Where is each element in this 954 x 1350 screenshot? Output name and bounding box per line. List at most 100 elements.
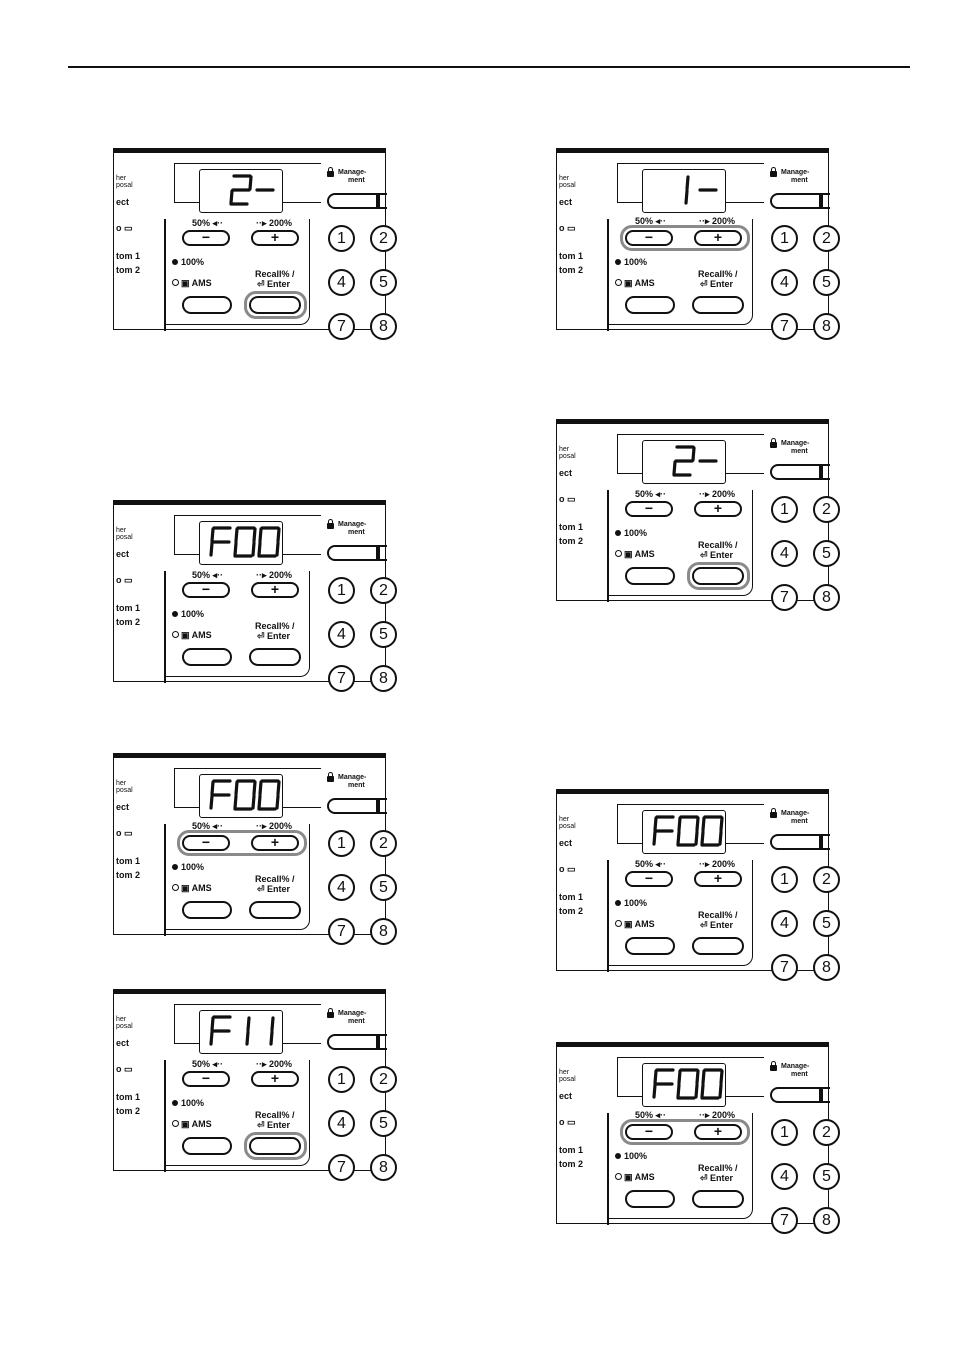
key-1[interactable]: 1 (328, 830, 355, 857)
zoom-minus-button[interactable]: − (625, 870, 673, 887)
management-button[interactable] (770, 464, 830, 480)
key-5[interactable]: 5 (370, 1110, 397, 1137)
zoom-plus-button[interactable]: + (694, 1123, 742, 1140)
key-2[interactable]: 2 (813, 866, 840, 893)
key-4[interactable]: 4 (328, 874, 355, 901)
management-button[interactable] (327, 193, 387, 209)
key-7[interactable]: 7 (771, 584, 798, 611)
enter-button[interactable] (249, 901, 301, 919)
key-8[interactable]: 8 (813, 954, 840, 981)
zoom-minus-button[interactable]: − (625, 1123, 673, 1140)
zoom-minus-button[interactable]: − (625, 229, 673, 246)
management-button[interactable] (770, 193, 830, 209)
zoom-minus-button[interactable]: − (182, 581, 230, 598)
key-1[interactable]: 1 (328, 1066, 355, 1093)
key-8[interactable]: 8 (813, 1207, 840, 1234)
management-button[interactable] (327, 1034, 387, 1050)
zoom-plus-button[interactable]: + (251, 229, 299, 246)
zoom-plus-button[interactable]: + (251, 581, 299, 598)
key-1[interactable]: 1 (328, 577, 355, 604)
label-custom-1: tom 1 (116, 603, 141, 613)
key-5[interactable]: 5 (813, 1163, 840, 1190)
key-1[interactable]: 1 (771, 225, 798, 252)
key-4[interactable]: 4 (771, 910, 798, 937)
key-8[interactable]: 8 (370, 1154, 397, 1181)
key-4[interactable]: 4 (771, 269, 798, 296)
label-custom-2: tom 2 (559, 265, 584, 275)
key-4[interactable]: 4 (328, 269, 355, 296)
zoom-plus-button[interactable]: + (694, 229, 742, 246)
label-zoom-down: 50% ◂·· (635, 859, 667, 869)
ams-button[interactable] (625, 1190, 675, 1208)
ams-button[interactable] (625, 567, 675, 585)
management-button[interactable] (327, 545, 387, 561)
enter-button[interactable] (249, 1137, 301, 1155)
enter-button[interactable] (692, 937, 744, 955)
enter-button[interactable] (692, 296, 744, 314)
ams-button[interactable] (625, 296, 675, 314)
key-2[interactable]: 2 (370, 830, 397, 857)
key-5[interactable]: 5 (813, 540, 840, 567)
key-4[interactable]: 4 (328, 621, 355, 648)
key-5[interactable]: 5 (370, 269, 397, 296)
key-8[interactable]: 8 (370, 665, 397, 692)
zoom-minus-button[interactable]: − (182, 834, 230, 851)
zoom-minus-button[interactable]: − (182, 229, 230, 246)
ams-button[interactable] (182, 296, 232, 314)
key-7[interactable]: 7 (328, 665, 355, 692)
key-8[interactable]: 8 (370, 918, 397, 945)
key-7[interactable]: 7 (328, 918, 355, 945)
key-5[interactable]: 5 (370, 874, 397, 901)
label-recall: Recall% / (255, 874, 295, 884)
management-button[interactable] (770, 834, 830, 850)
key-2[interactable]: 2 (813, 496, 840, 523)
key-7[interactable]: 7 (771, 1207, 798, 1234)
key-2[interactable]: 2 (370, 1066, 397, 1093)
zoom-plus-button[interactable]: + (694, 500, 742, 517)
label-recall: Recall% / (698, 540, 738, 550)
key-2[interactable]: 2 (813, 1119, 840, 1146)
key-7[interactable]: 7 (328, 313, 355, 340)
key-2[interactable]: 2 (813, 225, 840, 252)
ams-button[interactable] (182, 901, 232, 919)
key-8[interactable]: 8 (813, 584, 840, 611)
key-2[interactable]: 2 (370, 577, 397, 604)
label-100-percent: 100% (181, 609, 205, 619)
label-disposal: posal (116, 1023, 133, 1030)
key-7[interactable]: 7 (771, 313, 798, 340)
key-4[interactable]: 4 (771, 1163, 798, 1190)
key-5[interactable]: 5 (370, 621, 397, 648)
management-button[interactable] (327, 798, 387, 814)
label-zoom-up: ··▸ 200% (256, 218, 293, 228)
lock-icon (327, 772, 334, 782)
zoom-plus-button[interactable]: + (251, 1070, 299, 1087)
zoom-minus-button[interactable]: − (625, 500, 673, 517)
enter-button[interactable] (692, 567, 744, 585)
key-1[interactable]: 1 (771, 1119, 798, 1146)
key-1[interactable]: 1 (771, 496, 798, 523)
key-8[interactable]: 8 (813, 313, 840, 340)
lcd-display (199, 1010, 283, 1054)
enter-button[interactable] (249, 648, 301, 666)
key-1[interactable]: 1 (771, 866, 798, 893)
key-5[interactable]: 5 (813, 910, 840, 937)
management-indicator (376, 193, 380, 209)
key-4[interactable]: 4 (771, 540, 798, 567)
key-8[interactable]: 8 (370, 313, 397, 340)
label-recall: Recall% / (698, 1163, 738, 1173)
management-button[interactable] (770, 1087, 830, 1103)
ams-button[interactable] (625, 937, 675, 955)
key-4[interactable]: 4 (328, 1110, 355, 1137)
key-7[interactable]: 7 (328, 1154, 355, 1181)
zoom-minus-button[interactable]: − (182, 1070, 230, 1087)
key-1[interactable]: 1 (328, 225, 355, 252)
ams-button[interactable] (182, 648, 232, 666)
key-2[interactable]: 2 (370, 225, 397, 252)
zoom-plus-button[interactable]: + (694, 870, 742, 887)
key-5[interactable]: 5 (813, 269, 840, 296)
enter-button[interactable] (249, 296, 301, 314)
key-7[interactable]: 7 (771, 954, 798, 981)
enter-button[interactable] (692, 1190, 744, 1208)
ams-button[interactable] (182, 1137, 232, 1155)
zoom-plus-button[interactable]: + (251, 834, 299, 851)
